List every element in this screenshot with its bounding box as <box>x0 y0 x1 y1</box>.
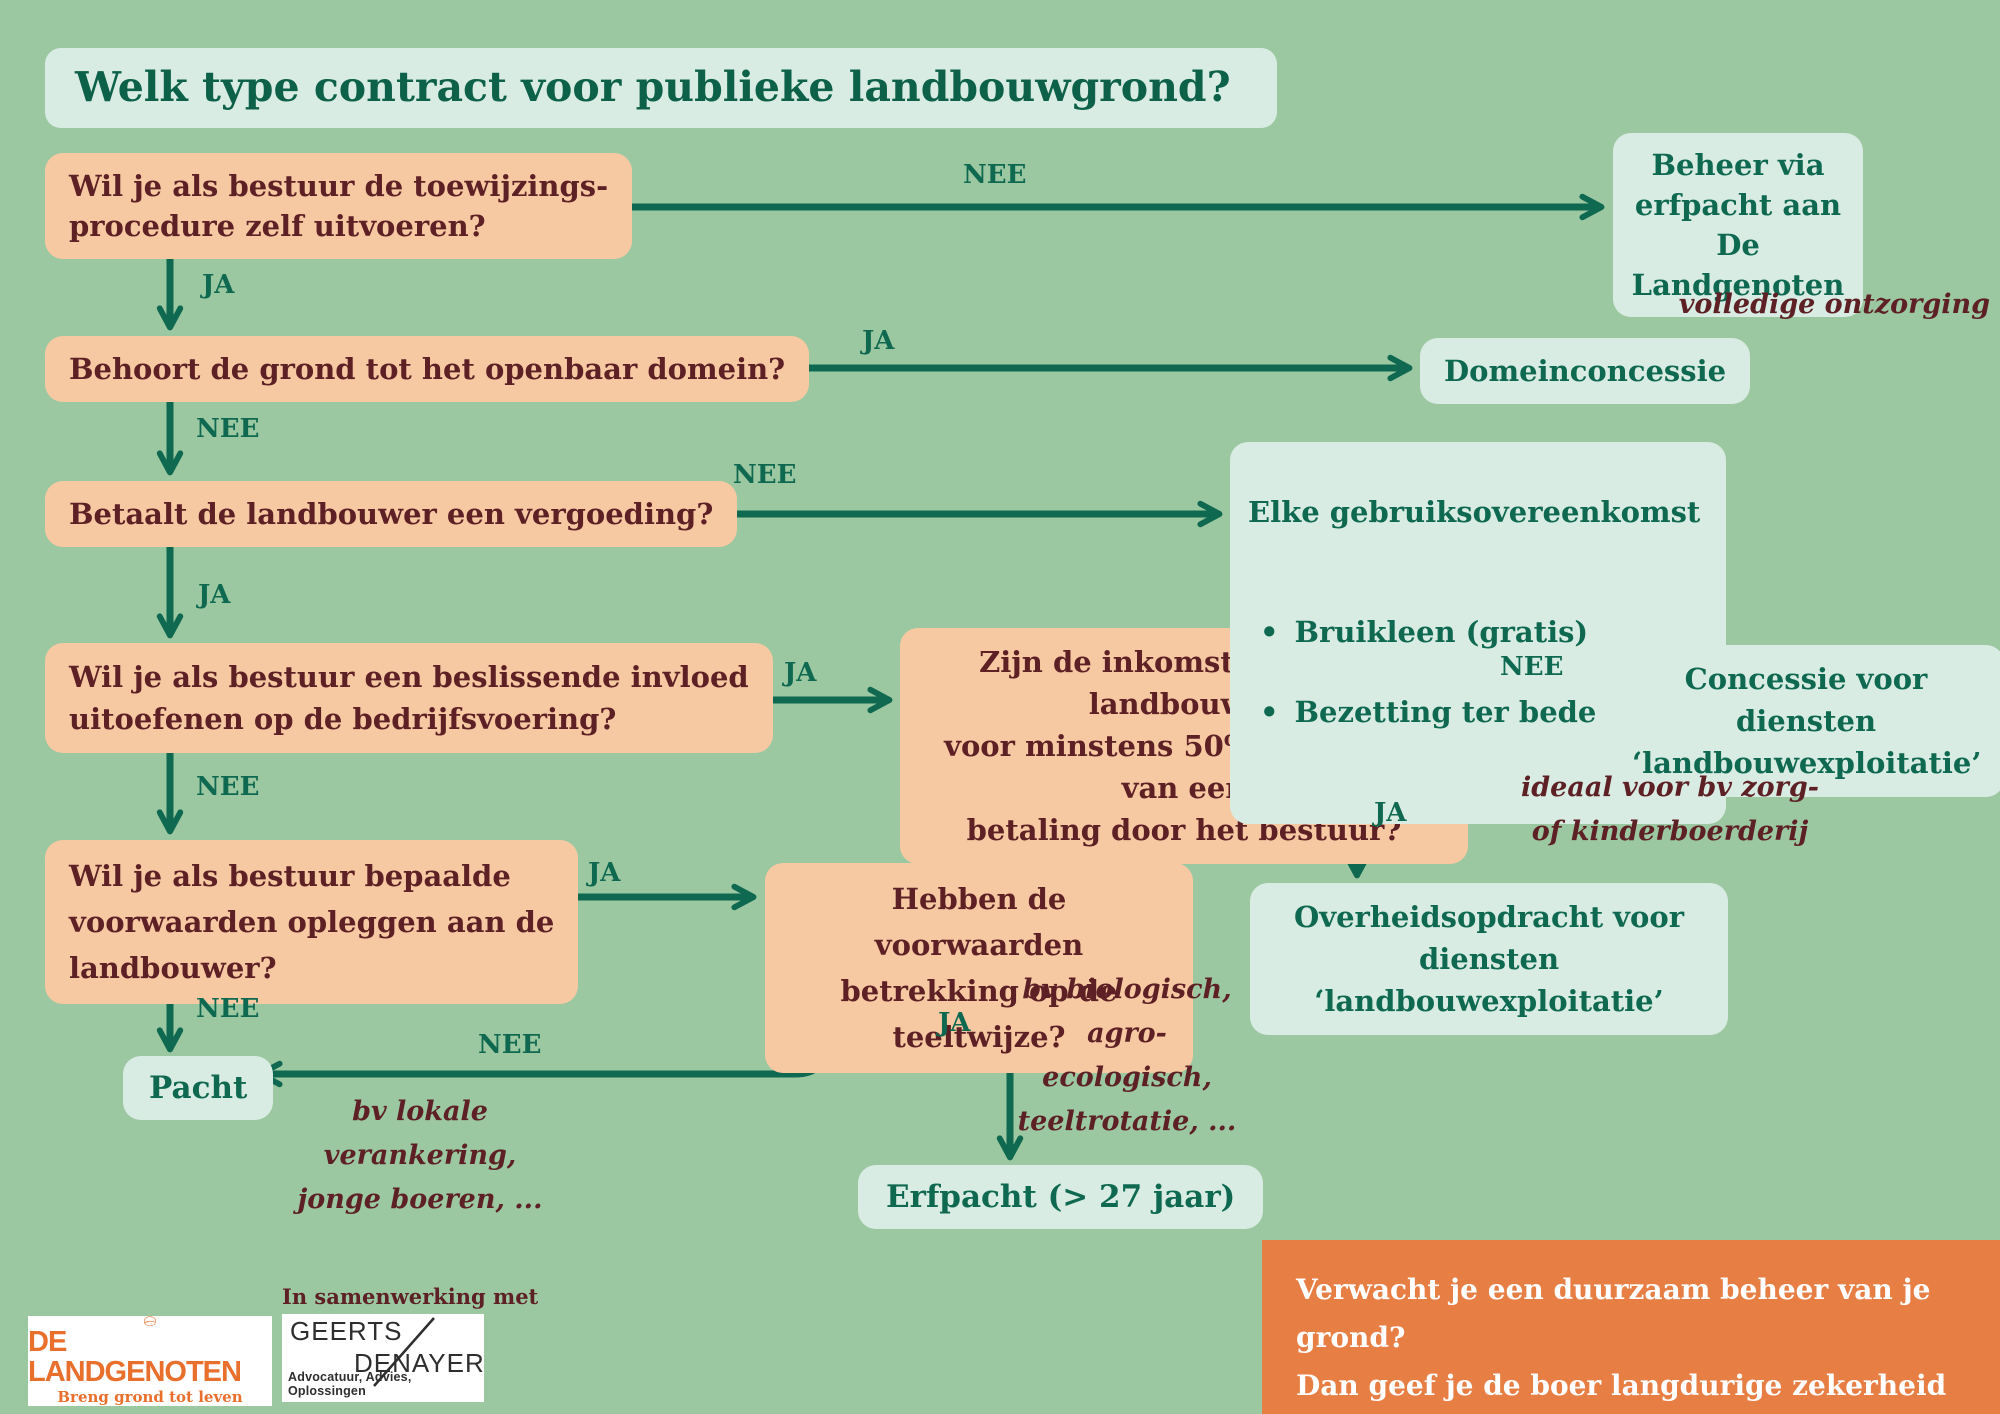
geerts-denayer-slash-icon <box>373 1317 435 1387</box>
question-toewijzingsprocedure: Wil je als bestuur de toewijzings- proce… <box>45 153 633 259</box>
label-nee: NEE <box>963 160 1027 190</box>
page-title: Welk type contract voor publieke landbou… <box>45 48 1277 128</box>
label-ja: JA <box>198 580 231 610</box>
label-nee: NEE <box>196 772 260 802</box>
sustainability-callout: Verwacht je een duurzaam beheer van je g… <box>1262 1240 2000 1414</box>
question-teeltwijze: Hebben de voorwaarden betrekking op de t… <box>765 863 1193 1073</box>
note-teeltwijze-voorbeelden: bv biologisch, agro-ecologisch, teeltrot… <box>1017 974 1237 1137</box>
label-ja: JA <box>588 858 621 888</box>
question-openbaar-domein: Behoort de grond tot het openbaar domein… <box>45 336 810 402</box>
landgenoten-logo-tagline: Breng grond tot leven <box>57 1388 243 1406</box>
outcome-gebruiksovereenkomst-title: Elke gebruiksovereenkomst <box>1248 495 1701 529</box>
label-ja: JA <box>202 270 235 300</box>
list-item: Bezetting ter bede <box>1248 692 1700 732</box>
geerts-denayer-line2: DENAYER <box>354 1348 485 1378</box>
geerts-denayer-line1: GEERTS <box>290 1316 403 1346</box>
label-nee: NEE <box>478 1030 542 1060</box>
sustainability-callout-text: Verwacht je een duurzaam beheer van je g… <box>1296 1273 1947 1402</box>
outcome-gebruiksovereenkomst-list: Bruikleen (gratis) Bezetting ter bede <box>1248 572 1700 772</box>
outcome-erfpacht: Erfpacht (> 27 jaar) <box>858 1165 1264 1229</box>
note-zorgboerderij: ideaal voor bv zorg- of kinderboerderij <box>1521 772 1819 847</box>
outcome-pacht: Pacht <box>123 1056 274 1120</box>
label-nee: NEE <box>196 414 260 444</box>
label-ja: JA <box>784 658 817 688</box>
label-ja: JA <box>1374 798 1407 828</box>
geerts-denayer-logo: GEERTS DENAYER Advocatuur, Advies, Oplos… <box>282 1314 484 1402</box>
landgenoten-logo: DE LANDGENOTEN Breng grond tot leven <box>28 1316 272 1406</box>
list-item: Bruikleen (gratis) <box>1248 612 1700 652</box>
note-pacht-voorbeelden: bv lokale verankering, jonge boeren, ... <box>297 1096 543 1215</box>
label-nee: NEE <box>196 994 260 1024</box>
label-ja: JA <box>938 1008 971 1038</box>
geerts-denayer-subtitle: Advocatuur, Advies, Oplossingen <box>288 1370 412 1398</box>
landgenoten-logo-icon <box>143 1316 157 1327</box>
outcome-concessie-diensten: Concessie voor diensten ‘landbouwexploit… <box>1608 645 2000 797</box>
label-nee: NEE <box>733 460 797 490</box>
question-voorwaarden: Wil je als bestuur bepaalde voorwaarden … <box>45 840 579 1004</box>
outcome-beheer-erfpacht-landgenoten: Beheer via erfpacht aan De Landgenoten <box>1613 133 1863 317</box>
outcome-domeinconcessie: Domeinconcessie <box>1420 338 1751 404</box>
outcome-overheidsopdracht: Overheidsopdracht voor diensten ‘landbou… <box>1250 883 1728 1035</box>
note-volledige-ontzorging: volledige ontzorging <box>1678 289 1990 320</box>
question-beslissende-invloed: Wil je als bestuur een beslissende invlo… <box>45 643 773 753</box>
label-nee: NEE <box>1500 652 1564 682</box>
label-ja: JA <box>862 326 895 356</box>
question-vergoeding: Betaalt de landbouwer een vergoeding? <box>45 481 738 547</box>
partner-intro-text: In samenwerking met <box>282 1284 539 1309</box>
landgenoten-logo-name: DE LANDGENOTEN <box>28 1326 242 1388</box>
